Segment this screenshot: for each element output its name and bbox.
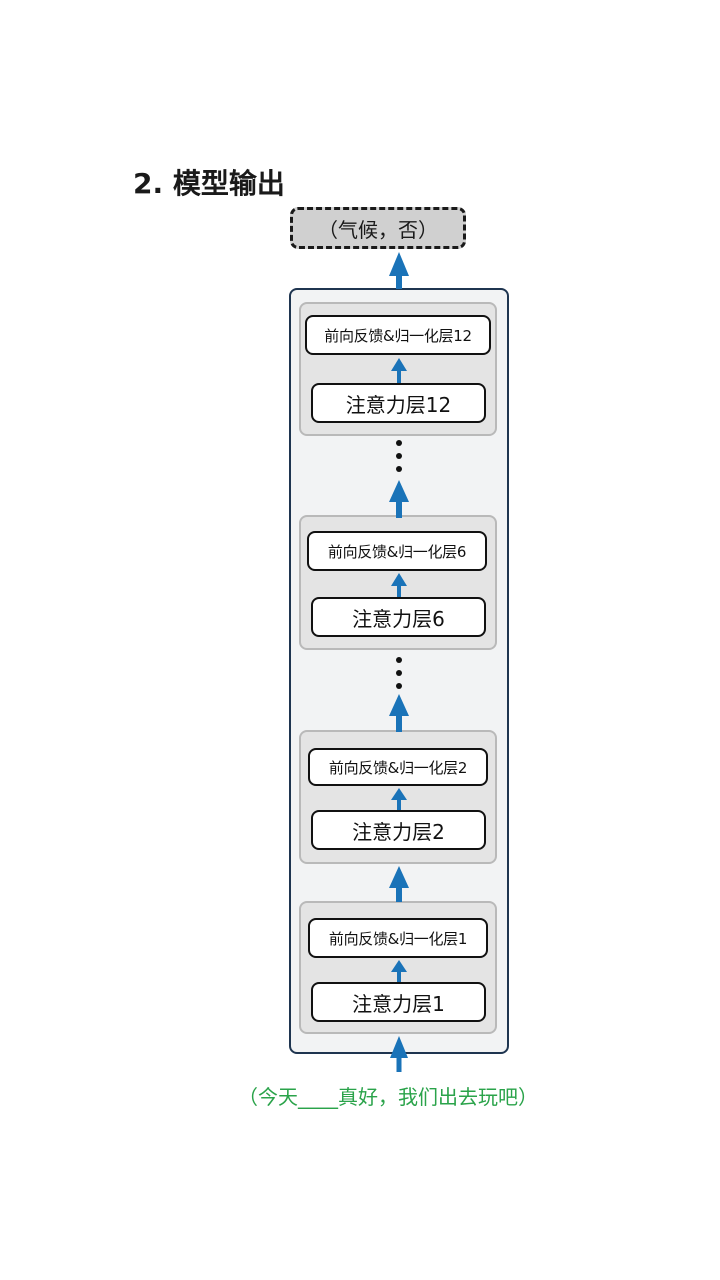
- attention-layer-2: 注意力层2: [311, 810, 486, 850]
- arrow-attn6-to-ffn6: [391, 573, 407, 597]
- section-title: 2. 模型输出: [133, 167, 285, 200]
- ffn-norm-layer-12-label: 前向反馈&归一化层12: [324, 326, 472, 345]
- arrow-ellipsis-to-group6: [389, 480, 409, 518]
- arrow-group1-to-group2: [389, 866, 409, 902]
- arrow-ellipsis-to-group2: [389, 694, 409, 732]
- ffn-norm-layer-12: 前向反馈&归一化层12: [305, 315, 491, 355]
- attention-layer-1-label: 注意力层1: [352, 991, 445, 1016]
- ffn-norm-layer-6: 前向反馈&归一化层6: [307, 531, 487, 571]
- arrow-attn12-to-ffn12: [391, 358, 407, 383]
- ffn-norm-layer-6-label: 前向反馈&归一化层6: [327, 542, 467, 561]
- arrow-attn2-to-ffn2: [391, 788, 407, 810]
- attention-layer-6: 注意力层6: [311, 597, 486, 637]
- model-input-text: （今天____真好，我们出去玩吧）: [238, 1085, 538, 1109]
- model-output-text: （气候，否）: [318, 217, 438, 242]
- attention-layer-12: 注意力层12: [311, 383, 486, 423]
- ffn-norm-layer-1: 前向反馈&归一化层1: [308, 918, 488, 958]
- attention-layer-1: 注意力层1: [311, 982, 486, 1022]
- attention-layer-12-label: 注意力层12: [345, 392, 452, 417]
- arrow-stack-to-output: [389, 252, 409, 289]
- model-output-box: （气候，否）: [290, 207, 466, 249]
- ffn-norm-layer-2-label: 前向反馈&归一化层2: [328, 758, 468, 777]
- attention-layer-6-label: 注意力层6: [352, 606, 445, 631]
- arrow-input-to-layer1: [390, 1036, 408, 1072]
- ffn-norm-layer-2: 前向反馈&归一化层2: [308, 748, 488, 786]
- attention-layer-2-label: 注意力层2: [352, 819, 445, 844]
- ffn-norm-layer-1-label: 前向反馈&归一化层1: [328, 929, 468, 948]
- arrow-attn1-to-ffn1: [391, 960, 407, 982]
